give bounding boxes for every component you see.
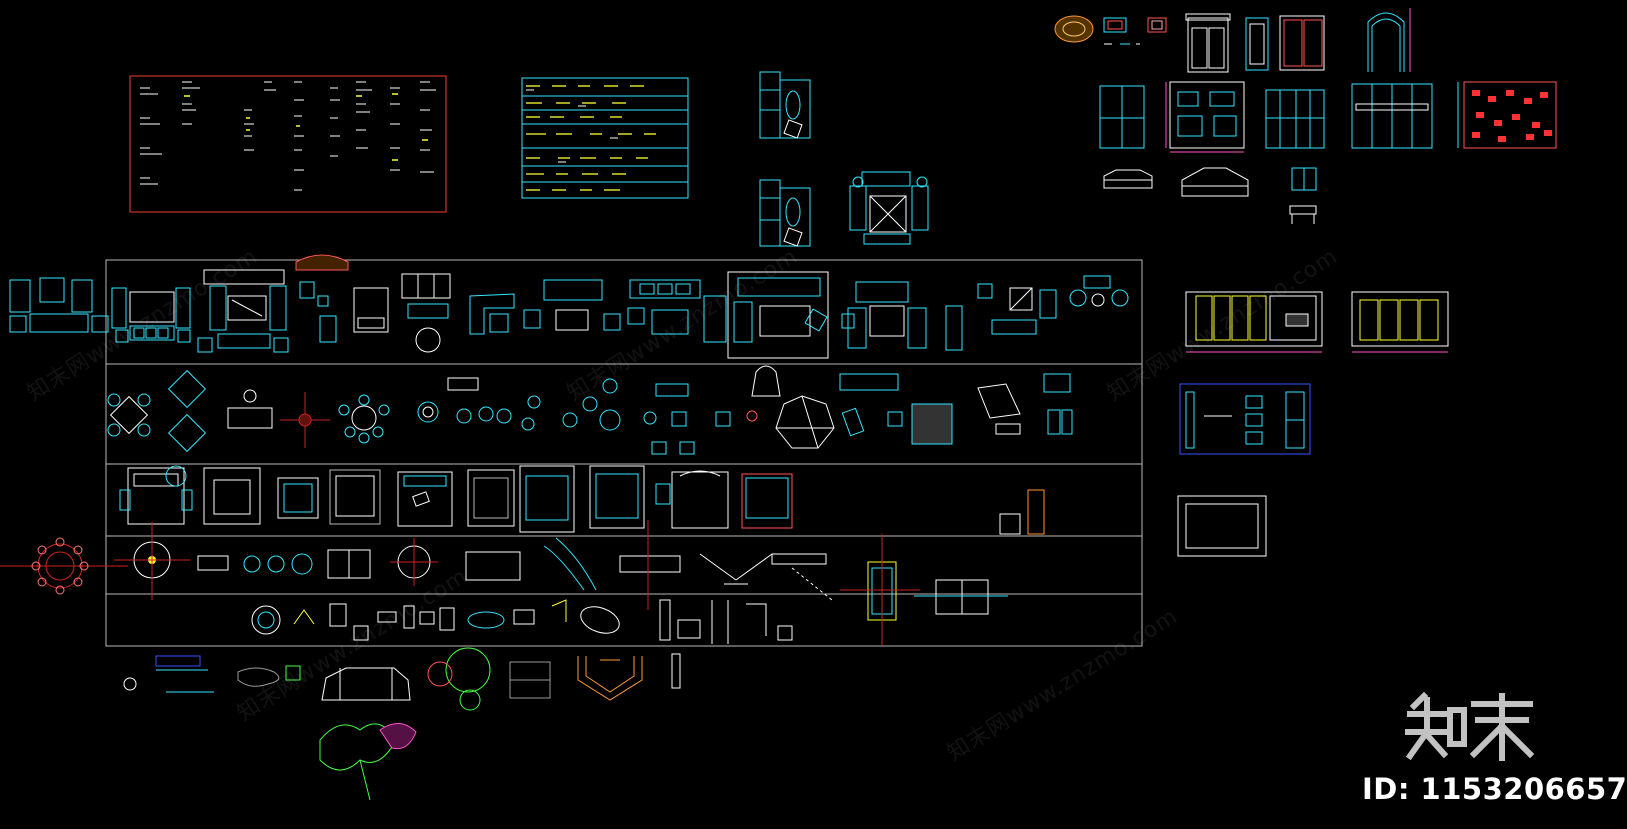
row-bath-fixtures bbox=[251, 599, 793, 644]
legend-table-entries bbox=[140, 81, 436, 191]
coffee-table-set bbox=[849, 171, 929, 245]
elevation-row-3 bbox=[1103, 167, 1317, 224]
legend-table-red bbox=[129, 75, 447, 213]
frame-panel bbox=[1177, 495, 1267, 557]
top-cabinet-plans bbox=[759, 71, 811, 247]
main-furniture-frame bbox=[105, 259, 1143, 647]
znzmo-logo bbox=[1404, 691, 1535, 761]
id-label: ID: 1153206657 bbox=[1362, 772, 1627, 806]
row-dining-sets bbox=[107, 365, 1073, 455]
row-round-tables bbox=[0, 520, 1008, 646]
row-beds bbox=[119, 465, 1045, 535]
top-right-elevations bbox=[1054, 8, 1411, 73]
blue-framed-plan bbox=[1179, 383, 1311, 455]
elevation-row-2 bbox=[1099, 81, 1557, 153]
row-sofa-sets bbox=[9, 254, 1129, 359]
outdoor-elements bbox=[123, 647, 681, 801]
legend-table-yellow-marks bbox=[184, 93, 428, 161]
yellow-elevations bbox=[1185, 291, 1449, 353]
schedule-table-cyan bbox=[521, 77, 689, 199]
